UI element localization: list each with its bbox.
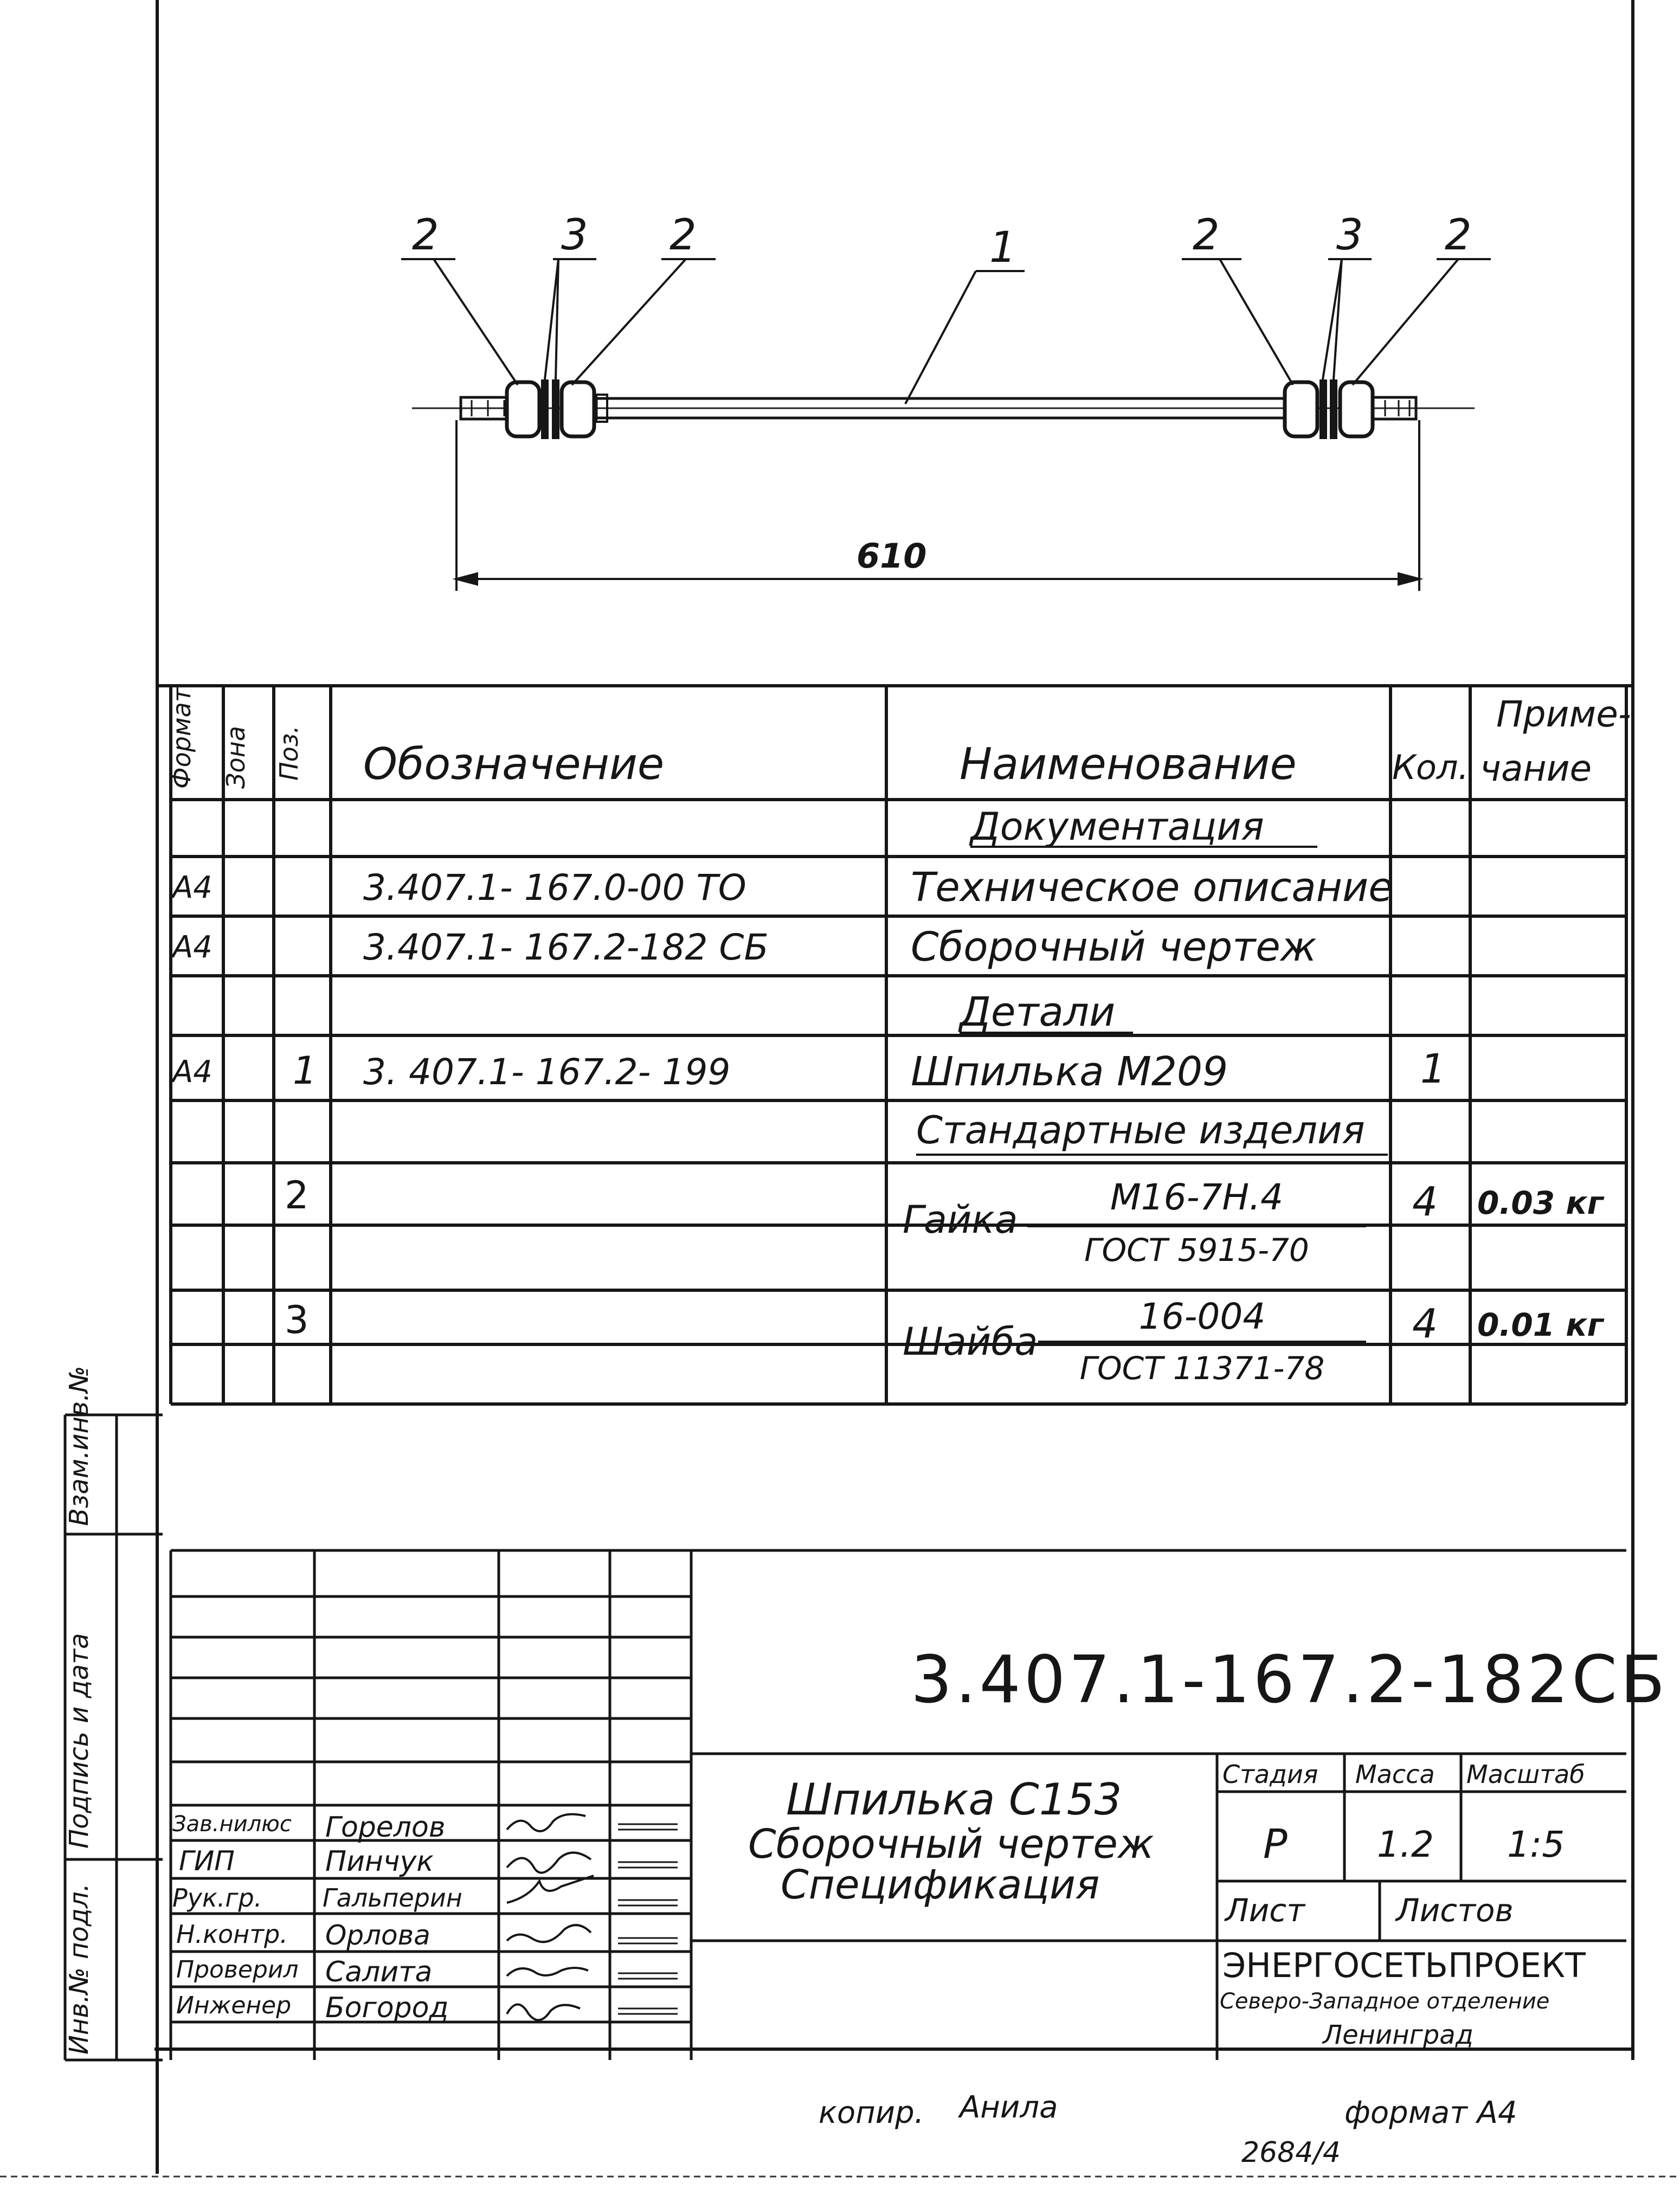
section-details: Детали [960, 989, 1116, 1035]
sheets-label: Листов [1396, 1892, 1514, 1929]
callout-2-left-b: 2 [670, 211, 697, 260]
header-designation: Обозначение [363, 739, 665, 789]
washer-right-b [1330, 379, 1337, 439]
sig-name-3: Гальперин [323, 1883, 462, 1913]
header-note-2: чание [1480, 748, 1592, 789]
row-2-name: Сборочный чертеж [911, 924, 1317, 970]
washer-right-a [1319, 379, 1327, 439]
title-line-1: Шпилька С153 [786, 1774, 1122, 1825]
side-replaced-inv: Взам.инв.№ [64, 1366, 94, 1526]
sheet-frame [155, 0, 1634, 2174]
title-block-grid [169, 1549, 1626, 2060]
row-1-format: А4 [172, 870, 213, 905]
row-6-qty: 4 [1412, 1179, 1438, 1225]
nut-left-inner [559, 380, 596, 439]
sig-role-5: Проверил [176, 1956, 299, 1984]
row-7-pos: 3 [285, 1298, 309, 1342]
nut-right-outer [1338, 380, 1375, 439]
dimension-610 [452, 420, 1424, 591]
row-6-note: 0.03 кг [1477, 1184, 1604, 1221]
sig-role-4: Н.контр. [176, 1920, 288, 1949]
callout-1: 1 [989, 223, 1016, 272]
callout-3-right: 3 [1336, 211, 1363, 260]
row-4-qty: 1 [1420, 1046, 1446, 1092]
side-signature-date: Подпись и дата [64, 1633, 94, 1849]
nut-right-inner [1283, 380, 1319, 439]
leader-lines [401, 258, 1491, 404]
row-7-name-denominator: ГОСТ 11371-78 [1079, 1350, 1325, 1387]
row-7-note: 0.01 кг [1477, 1306, 1604, 1343]
callout-2-left-a: 2 [412, 211, 439, 260]
dates-scribbles [618, 1823, 678, 2015]
section-standard: Стандартные изделия [916, 1108, 1365, 1153]
row-6-name-prefix: Гайка [903, 1197, 1018, 1242]
footer-copied: копир. [819, 2095, 924, 2130]
dimension-label: 610 [857, 536, 927, 576]
row-6-pos: 2 [285, 1173, 309, 1218]
section-documentation: Документация [970, 804, 1264, 849]
sig-name-5: Салита [325, 1956, 433, 1988]
washer-left-b [552, 379, 559, 439]
footer-format: формат А4 [1344, 2095, 1517, 2130]
title-line-3: Спецификация [781, 1862, 1100, 1908]
mass-value: 1.2 [1377, 1824, 1434, 1865]
side-stamp-grid [63, 1413, 163, 2062]
sig-role-6: Инженер [176, 1992, 292, 2019]
sig-name-6: Богород [325, 1992, 449, 2024]
washer-left-a [541, 379, 549, 439]
thread-right [1371, 396, 1418, 421]
side-inv-original: Инв.№ подл. [64, 1883, 94, 2055]
row-7-name-numerator: 16-004 [1138, 1296, 1266, 1337]
sig-role-1: Зав.нилюс [172, 1812, 292, 1837]
row-1-name: Техническое описание [911, 864, 1393, 911]
row-7-qty: 4 [1412, 1300, 1438, 1347]
header-note-1: Приме- [1496, 693, 1631, 735]
header-pos: Поз. [274, 725, 304, 781]
header-name: Наименование [960, 739, 1297, 789]
row-4-designation: 3. 407.1- 167.2- 199 [363, 1051, 731, 1093]
stage-value: Р [1263, 1821, 1288, 1868]
org-name: ЭНЕРГОСЕТЬПРОЕКТ [1222, 1946, 1586, 1985]
row-4-format: А4 [172, 1054, 213, 1090]
header-zone: Зона [221, 726, 250, 789]
row-1-designation: 3.407.1- 167.0-00 ТО [363, 867, 746, 909]
sheet-label: Лист [1225, 1892, 1305, 1929]
rod-assembly [412, 379, 1475, 439]
org-branch: Северо-Западное отделение [1220, 1989, 1550, 2014]
footer-number: 2684/4 [1241, 2136, 1341, 2169]
callout-3-left: 3 [561, 211, 588, 260]
scale-value: 1:5 [1507, 1824, 1565, 1865]
org-city: Ленинград [1323, 2020, 1473, 2050]
header-qty: Кол. [1392, 748, 1469, 787]
sig-name-2: Пинчук [325, 1845, 434, 1878]
mass-label: Масса [1355, 1760, 1435, 1789]
title-line-2: Сборочный чертеж [748, 1821, 1154, 1868]
sig-name-4: Орлова [325, 1920, 430, 1951]
sig-name-1: Горелов [325, 1811, 446, 1844]
signatures [506, 1813, 594, 2021]
row-2-format: А4 [172, 930, 213, 965]
callout-2-right-a: 2 [1193, 211, 1220, 260]
row-4-name: Шпилька М209 [911, 1048, 1228, 1095]
header-format: Формат [167, 687, 196, 789]
footer-copier: Анила [960, 2090, 1058, 2125]
row-6-name-denominator: ГОСТ 5915-70 [1084, 1232, 1309, 1269]
doc-code: 3.407.1-167.2-182СБ [911, 1643, 1669, 1718]
row-2-designation: 3.407.1- 167.2-182 СБ [363, 926, 769, 968]
callout-2-right-b: 2 [1445, 211, 1472, 260]
sig-role-2: ГИП [179, 1845, 235, 1877]
spec-table-grid [169, 686, 1628, 1406]
nut-left-outer [505, 380, 542, 439]
row-6-name-numerator: М16-7Н.4 [1110, 1176, 1284, 1218]
row-7-name-prefix: Шайба [903, 1319, 1038, 1364]
row-4-pos: 1 [293, 1048, 317, 1093]
stage-label: Стадия [1222, 1760, 1318, 1789]
scale-label: Масштаб [1466, 1760, 1585, 1789]
sig-role-3: Рук.гр. [172, 1883, 262, 1913]
